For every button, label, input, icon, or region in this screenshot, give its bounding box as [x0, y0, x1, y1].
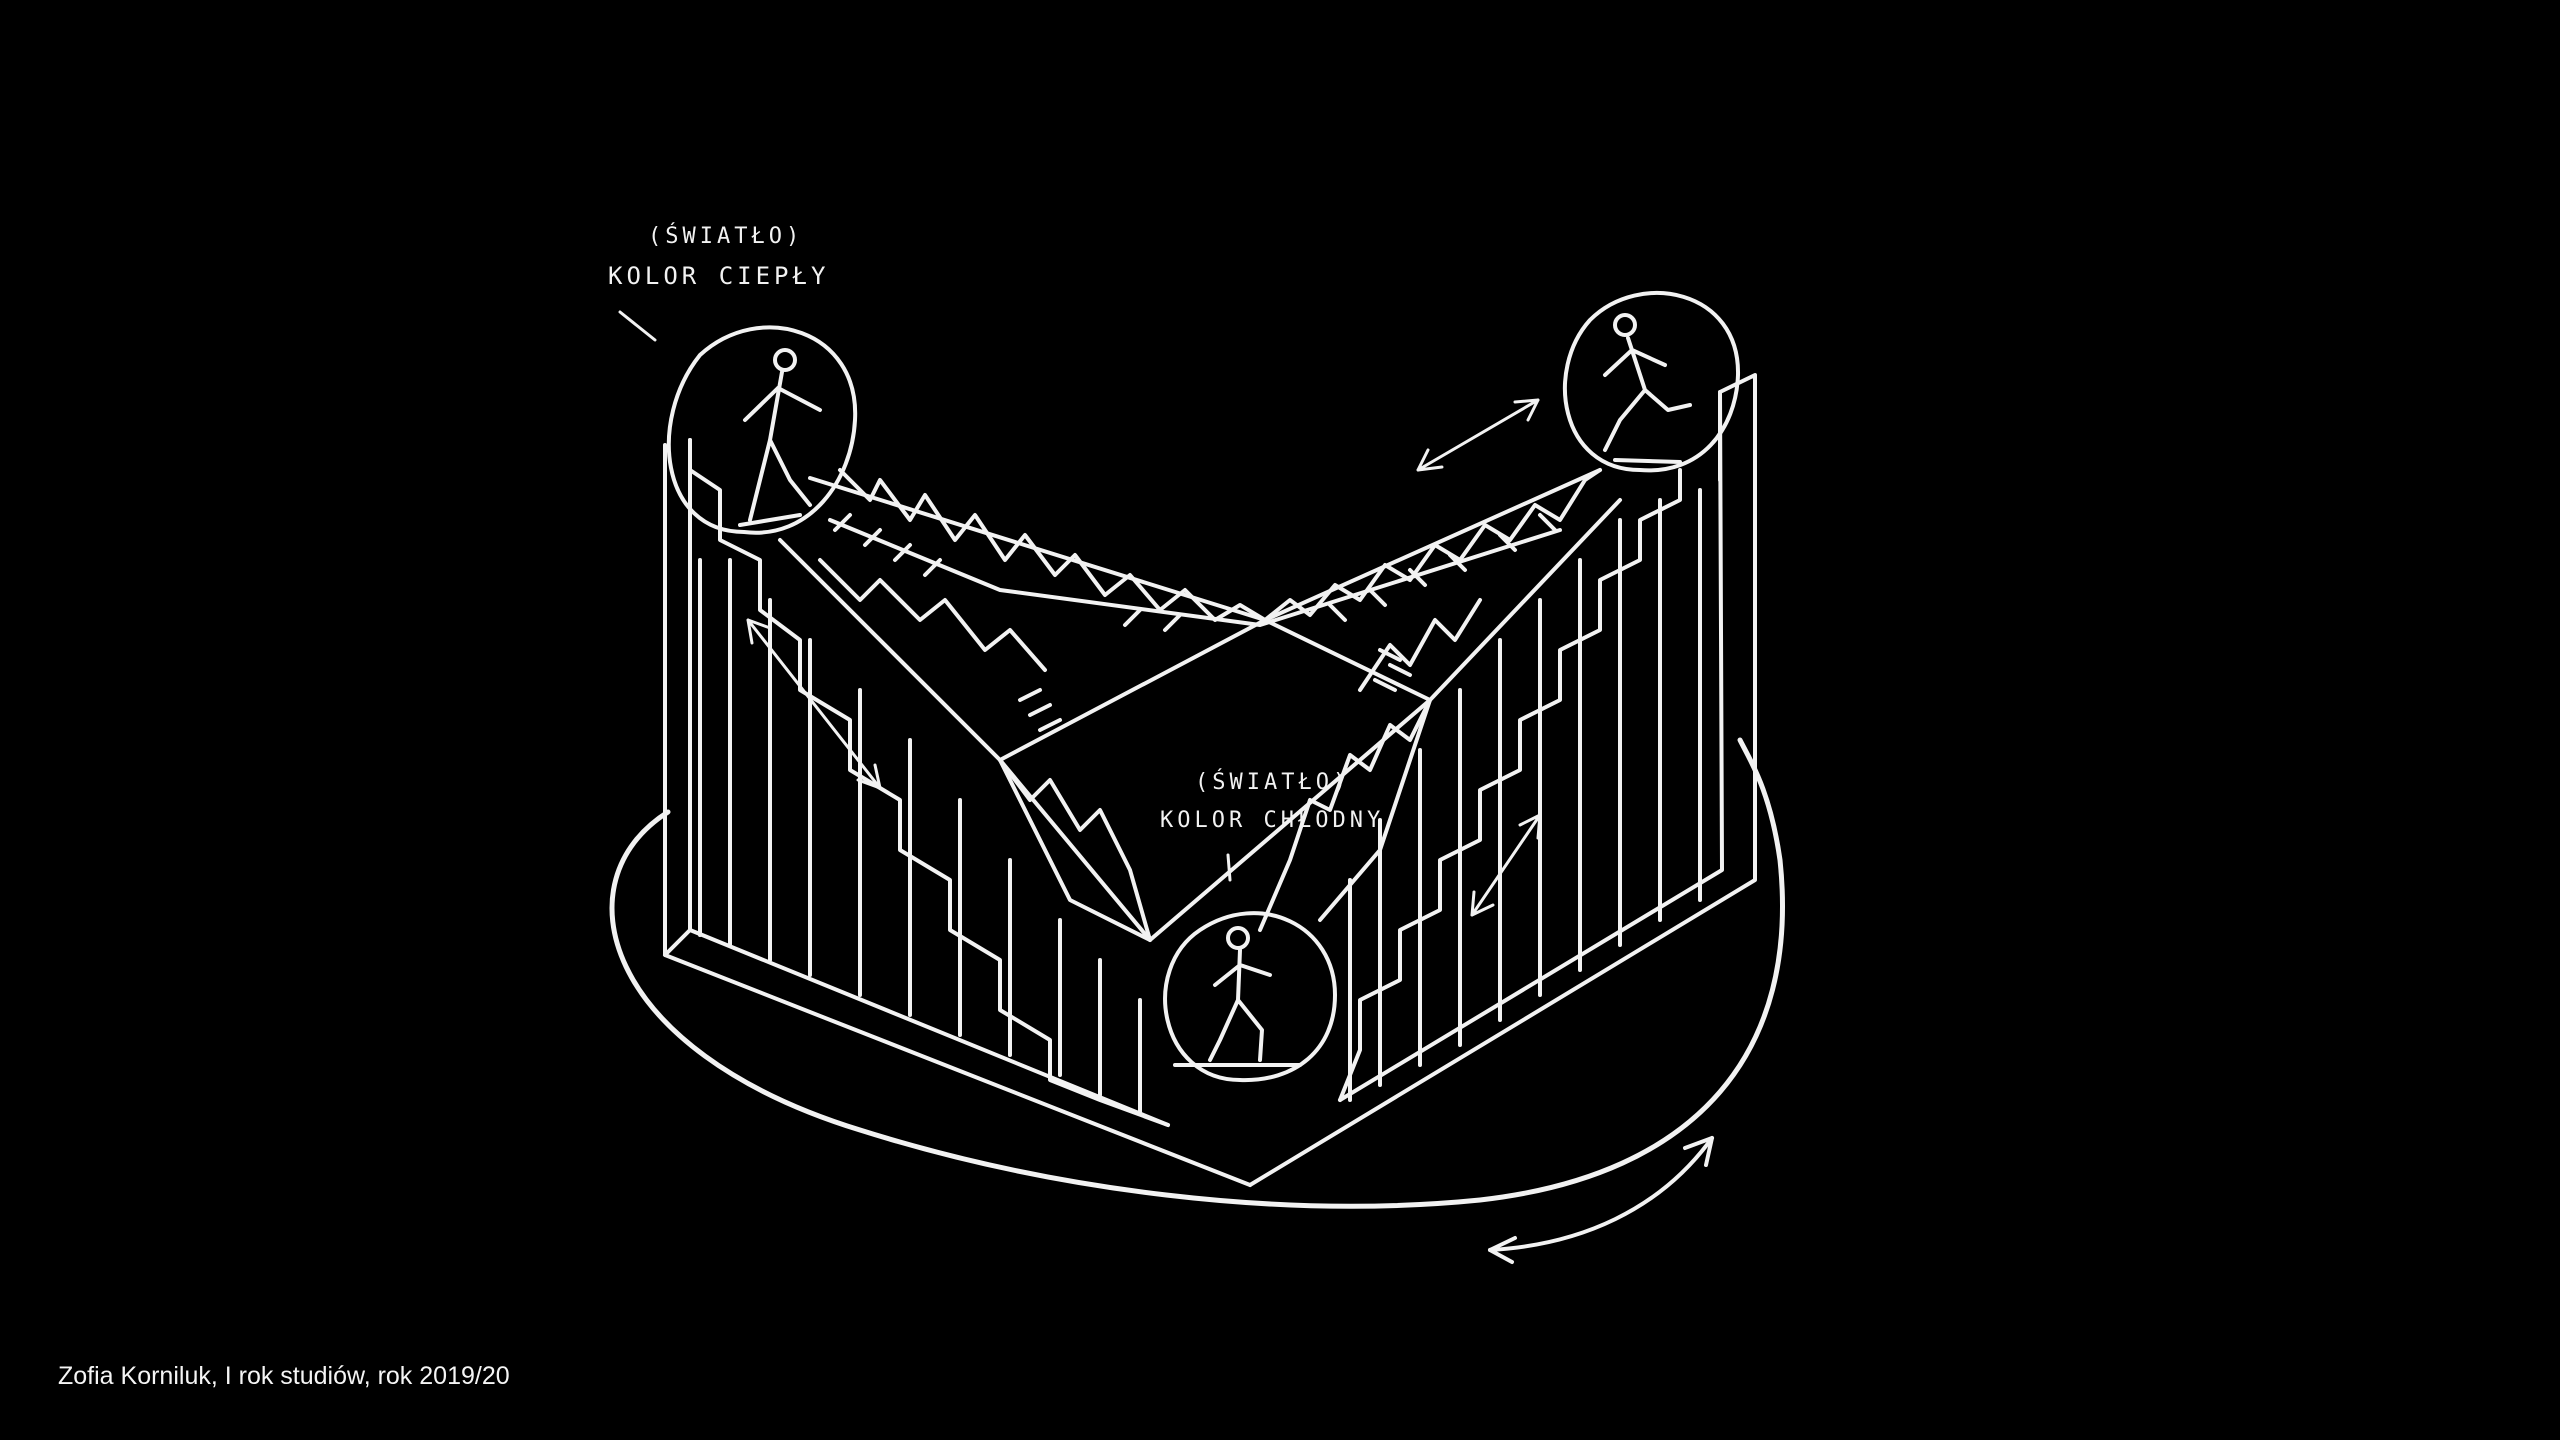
- right-figure-bubble: [1562, 290, 1741, 473]
- base-ellipse: [609, 737, 1785, 1209]
- inner-stairs: [778, 468, 1622, 942]
- left-figure-bubble: [666, 325, 858, 535]
- annotation-warm-light-line2: KOLOR CIEPŁY: [608, 262, 830, 290]
- annotation-cool-light-line1: (ŚWIATŁO): [1195, 770, 1351, 795]
- rotation-arrow: [1488, 1136, 1714, 1264]
- author-caption: Zofia Korniluk, I rok studiów, rok 2019/…: [58, 1362, 510, 1390]
- center-figure-bubble: [1163, 911, 1337, 1083]
- movement-arrows: [618, 310, 1542, 917]
- annotation-warm-light-line1: (ŚWIATŁO): [648, 224, 804, 249]
- annotation-cool-light-line2: KOLOR CHŁODNY: [1160, 808, 1385, 833]
